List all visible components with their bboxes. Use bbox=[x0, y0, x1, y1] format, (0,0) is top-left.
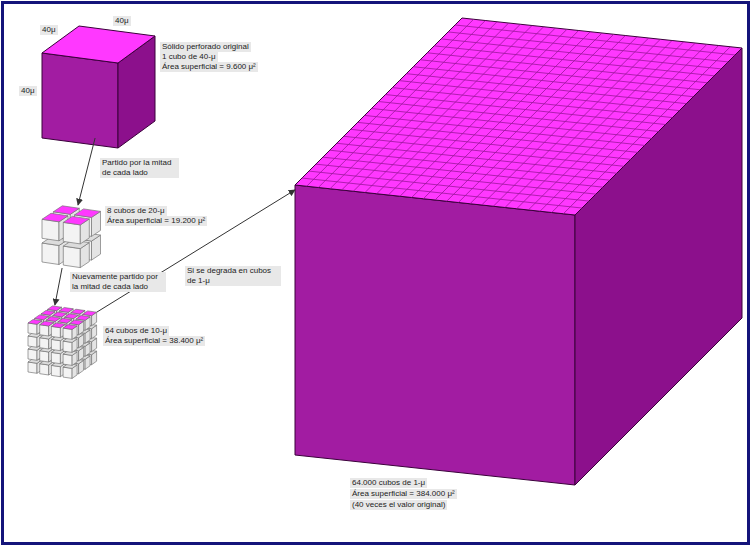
cube-face bbox=[59, 308, 73, 313]
cube-face bbox=[51, 339, 60, 350]
grid-line bbox=[413, 67, 693, 97]
eight-cubes bbox=[42, 206, 101, 268]
cube-face bbox=[295, 185, 575, 485]
grid-line bbox=[448, 32, 728, 62]
cube-face bbox=[53, 312, 67, 317]
stage-text: 64.000 cubos de 1-μ bbox=[350, 478, 427, 488]
cube-face bbox=[28, 362, 37, 373]
cube-face bbox=[42, 213, 68, 222]
cube-face bbox=[28, 323, 37, 334]
cube-face bbox=[63, 328, 72, 339]
grid-line bbox=[392, 88, 672, 118]
cube-face bbox=[58, 318, 72, 323]
grid-line bbox=[441, 39, 721, 69]
cube-face bbox=[63, 325, 77, 330]
stage-text: Área superficial = 19.200 μ² bbox=[105, 216, 207, 226]
cube-face bbox=[28, 349, 37, 360]
cube-face bbox=[42, 53, 118, 148]
cube-face bbox=[63, 341, 72, 352]
grid-line bbox=[552, 46, 719, 213]
stage-text: Sólido perforado original bbox=[160, 42, 251, 52]
cube-face bbox=[42, 243, 59, 265]
cube-face bbox=[295, 18, 742, 215]
cube-face bbox=[76, 316, 90, 321]
grid-line bbox=[385, 95, 665, 125]
cube-face bbox=[71, 309, 85, 314]
cube-face bbox=[40, 325, 49, 336]
grid-line bbox=[379, 102, 659, 132]
frame-border bbox=[3, 3, 749, 544]
grid-line bbox=[540, 44, 707, 211]
dimension-label: 40μ bbox=[40, 25, 58, 35]
grid-line bbox=[447, 34, 614, 201]
cube-face bbox=[28, 336, 37, 347]
stage-text: Área superficial = 38.400 μ² bbox=[103, 336, 205, 346]
arrow-connector bbox=[97, 190, 295, 312]
arrow-label: Partido por la mitad de cada lado bbox=[100, 158, 179, 178]
grid-line bbox=[517, 42, 684, 209]
cube-face bbox=[42, 26, 155, 63]
grid-line bbox=[563, 47, 730, 214]
stage-text: 1 cubo de 40-μ bbox=[160, 52, 218, 62]
grid-line bbox=[528, 43, 695, 210]
grid-line bbox=[434, 46, 714, 76]
stage-text: 64 cubos de 10-μ bbox=[103, 326, 169, 336]
sixty-four-cubes bbox=[28, 306, 97, 379]
cube-face bbox=[35, 315, 49, 320]
cube-face bbox=[41, 310, 55, 315]
cube-face bbox=[64, 314, 78, 319]
cube-face bbox=[75, 209, 101, 218]
cube-face bbox=[53, 206, 79, 215]
cube-stage: 64.000 cubos de 1-μÁrea superficial = 38… bbox=[295, 18, 742, 485]
arrow-connector bbox=[78, 138, 95, 205]
cube-face bbox=[83, 311, 97, 316]
grid-line bbox=[505, 41, 672, 208]
arrow-label: Nuevamente partido por la mitad de cada … bbox=[70, 272, 166, 292]
cube-face bbox=[51, 326, 60, 337]
cube-face bbox=[42, 219, 59, 241]
single-cube bbox=[42, 26, 155, 148]
stage-text: Área superficial = 384.000 μ² bbox=[350, 489, 457, 499]
arrow-connector bbox=[55, 268, 62, 305]
arrow-label: Si se degrada en cubos de 1-μ bbox=[185, 266, 281, 286]
cube-face bbox=[63, 222, 80, 244]
cube-stage: Sólido perforado original1 cubo de 40-μÁ… bbox=[42, 26, 155, 138]
cube-face bbox=[40, 364, 49, 375]
grid-line bbox=[470, 37, 637, 204]
grid-line bbox=[493, 39, 660, 206]
grid-line bbox=[420, 60, 700, 90]
grid-line bbox=[482, 38, 649, 205]
cube-face bbox=[63, 216, 89, 225]
stage-text: Área superficial = 9.600 μ² bbox=[160, 62, 258, 72]
cube-face bbox=[40, 351, 49, 362]
cube-face bbox=[51, 352, 60, 363]
cube-face bbox=[63, 367, 72, 378]
cube-face bbox=[51, 323, 65, 328]
grid-line bbox=[406, 74, 686, 104]
cube-stage: 64 cubos de 10-μÁrea superficial = 38.40… bbox=[28, 305, 97, 379]
grid-line bbox=[399, 81, 679, 111]
cube-face bbox=[48, 306, 62, 311]
cube-face bbox=[46, 317, 60, 322]
large-cube bbox=[295, 18, 742, 485]
cube-stage: 8 cubos de 20-μÁrea superficial = 19.200… bbox=[42, 205, 101, 268]
cube-face bbox=[70, 320, 84, 325]
dimension-label: 40μ bbox=[19, 86, 37, 96]
cube-face bbox=[40, 321, 54, 326]
cube-face bbox=[28, 320, 42, 325]
grid-line bbox=[427, 53, 707, 83]
grid-line bbox=[458, 36, 625, 203]
cube-face bbox=[63, 354, 72, 365]
stage-text: 8 cubos de 20-μ bbox=[105, 206, 167, 216]
stage-text: (40 veces el valor original) bbox=[350, 500, 447, 510]
dimension-label: 40μ bbox=[113, 16, 131, 26]
cube-face bbox=[63, 246, 80, 268]
grid-line bbox=[455, 25, 735, 55]
cube-face bbox=[40, 338, 49, 349]
cube-face bbox=[51, 365, 60, 376]
